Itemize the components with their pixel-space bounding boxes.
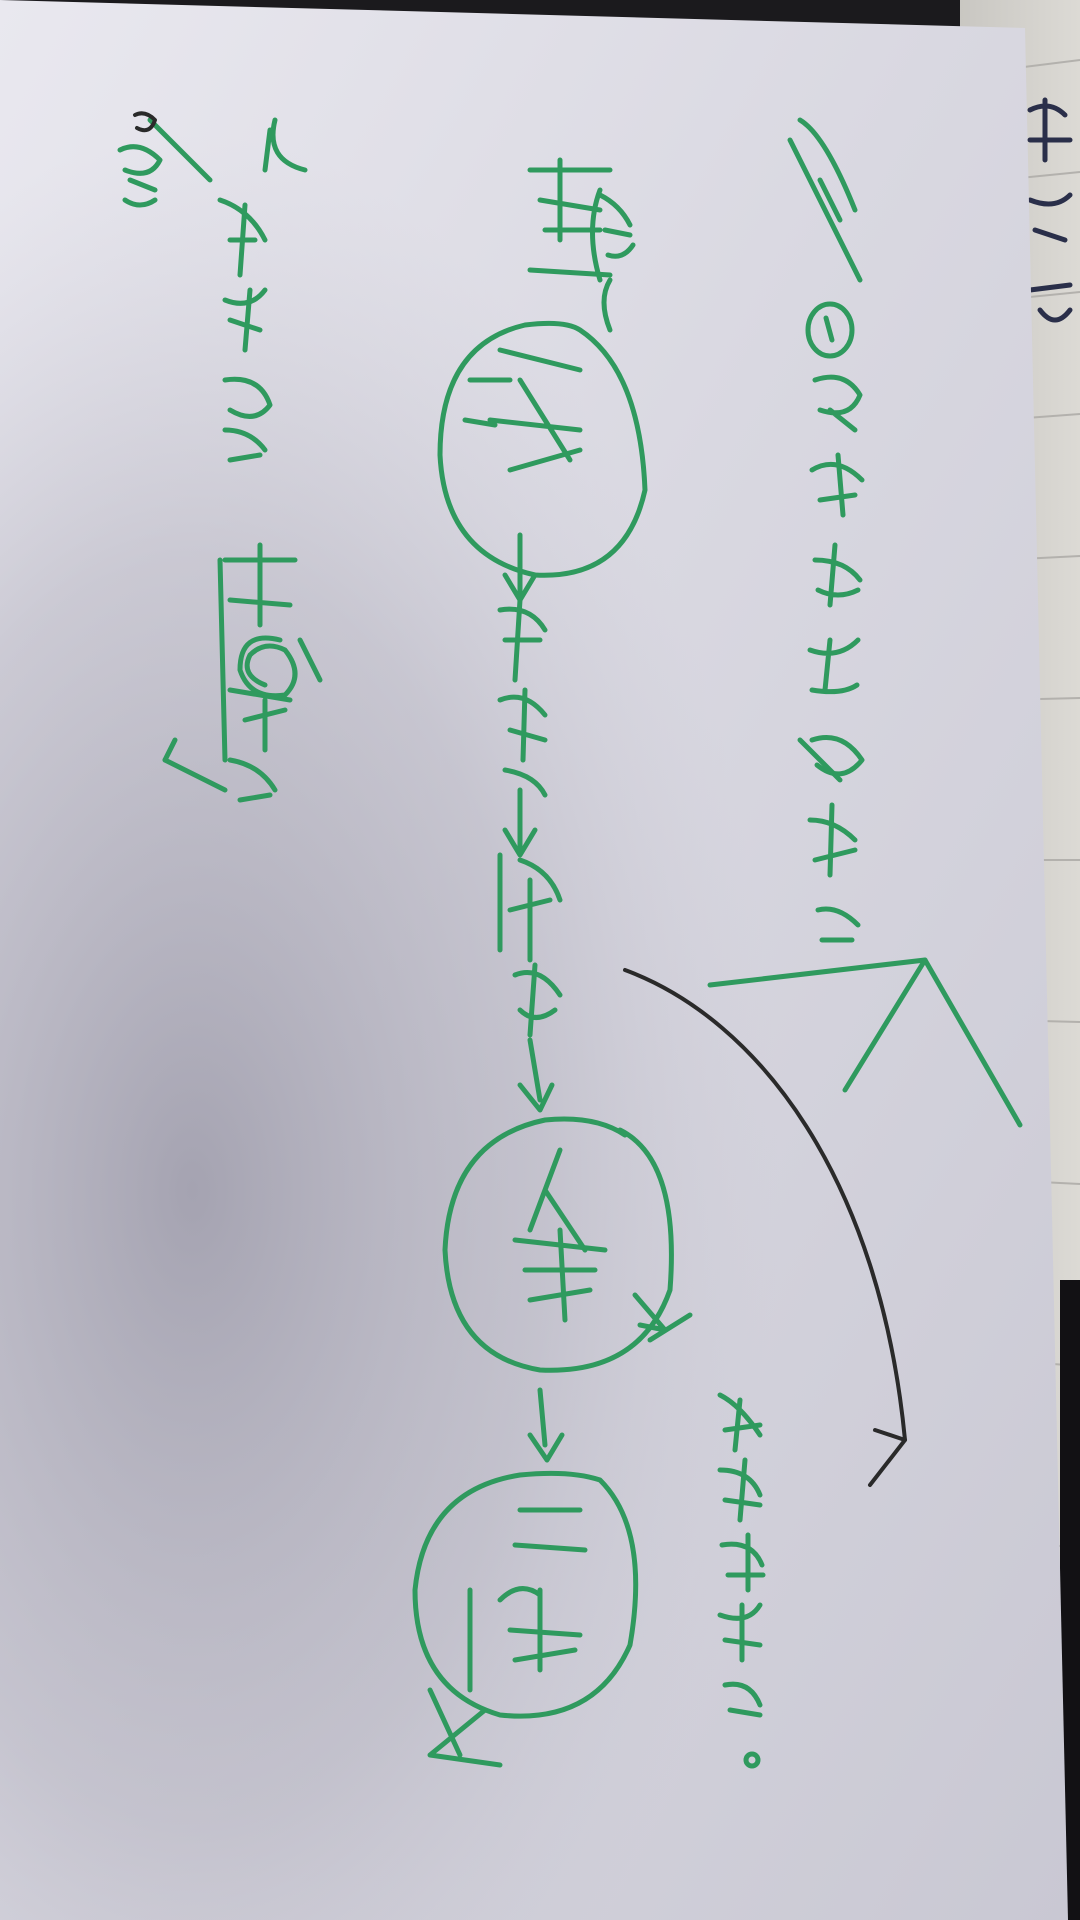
side-note-strike xyxy=(797,737,843,783)
header-strike-2 xyxy=(797,117,858,213)
circle-step-1 xyxy=(437,320,648,578)
dark-ink-layer xyxy=(133,111,907,1487)
notebook-scribbles xyxy=(1027,97,1073,323)
header-strike-3 xyxy=(817,177,843,223)
circle-step-4 xyxy=(442,1116,674,1373)
corner-note-strike xyxy=(147,117,213,183)
header-strike-1 xyxy=(787,137,863,283)
lower-line-2 xyxy=(162,757,228,793)
header-circle-mark xyxy=(805,301,855,359)
curved-arrow xyxy=(623,968,907,1487)
green-ink-layer xyxy=(117,117,1023,1769)
lower-scribble xyxy=(237,635,298,699)
circle-step-5 xyxy=(412,1470,639,1719)
lower-line-1 xyxy=(217,557,228,763)
desk-edge xyxy=(1060,1280,1080,1920)
